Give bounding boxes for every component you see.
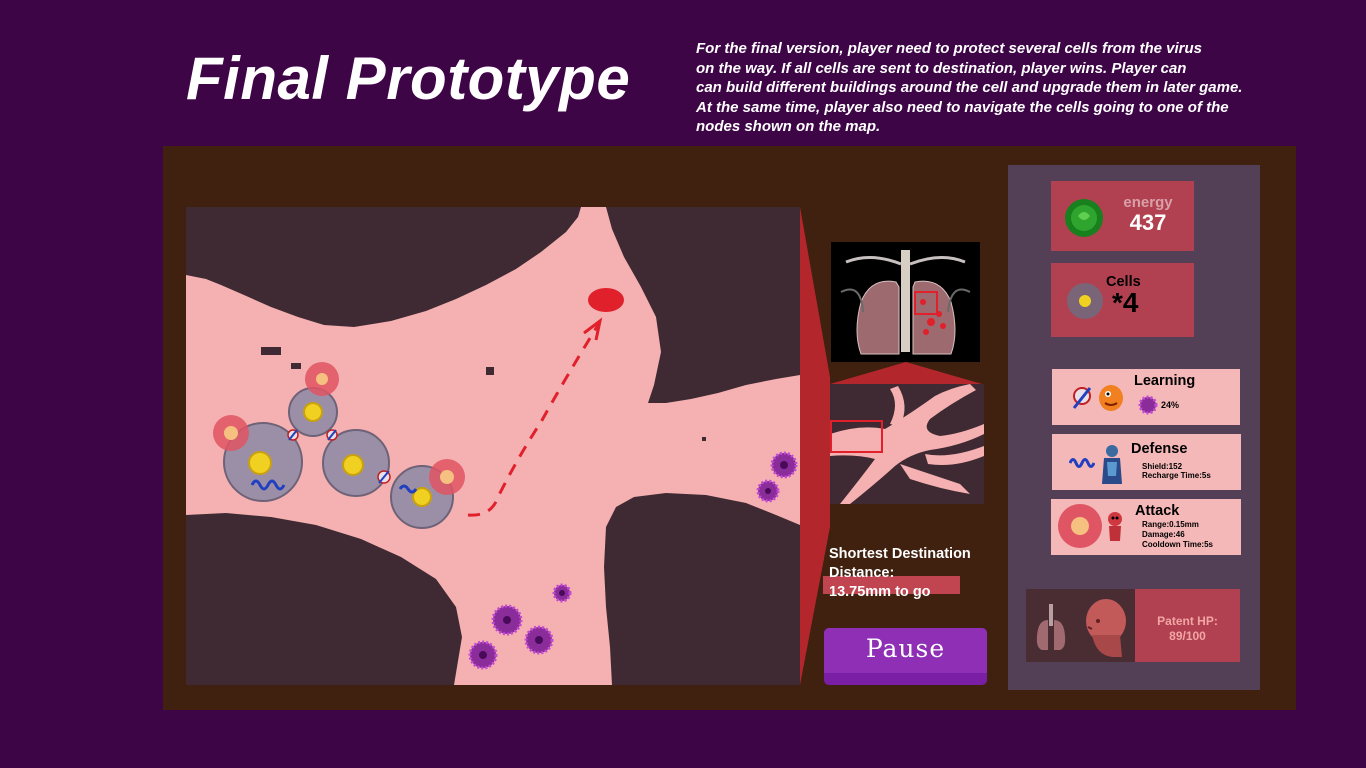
description-text: For the final version, player need to pr… (696, 39, 1336, 137)
virus-icon (468, 640, 498, 670)
description-line: For the final version, player need to pr… (696, 40, 1202, 57)
tissue-wall (606, 207, 800, 403)
distance-info: Shortest Destination Distance: 13.75mm t… (829, 545, 999, 602)
upgrade-card-attack[interactable]: Attack Range:0.15mm Damage:46 Cooldown T… (1051, 499, 1241, 555)
lungs-icon (1036, 604, 1066, 650)
game-map[interactable] (186, 207, 800, 685)
tissue-speck (261, 347, 281, 355)
attack-cooldown: Cooldown Time:5s (1142, 540, 1213, 549)
distance-line: 13.75mm to go (829, 584, 931, 600)
zoom-viewport (830, 420, 883, 453)
page-title: Final Prototype (186, 45, 631, 112)
tower-sprite (287, 429, 299, 441)
pause-button-face (824, 628, 987, 673)
tissue-wall (186, 513, 462, 685)
learning-title: Learning (1134, 373, 1196, 389)
patient-hp-text: Patent HP: 89/100 (1135, 614, 1240, 644)
tissue-speck (291, 363, 301, 369)
virus-icon (552, 583, 572, 603)
attack-tower (213, 415, 249, 451)
attack-tower (305, 362, 339, 396)
virus-icon (491, 604, 523, 636)
tissue-speck (486, 367, 494, 375)
virus-icon (756, 479, 780, 503)
tower-sprite (326, 429, 338, 441)
region-minimap[interactable] (830, 384, 984, 504)
cells-value: *4 (1112, 287, 1139, 318)
cells-counter: Cells *4 (1051, 263, 1194, 337)
description-line: can build different buildings around the… (696, 79, 1243, 96)
path-arrow (467, 324, 600, 517)
patient-status-icons (1026, 589, 1135, 662)
attack-title: Attack (1135, 503, 1180, 519)
energy-value: 437 (1129, 210, 1167, 235)
defense-title: Defense (1131, 441, 1188, 457)
attack-range: Range:0.15mm (1142, 520, 1199, 529)
dna-shield-icon (250, 479, 286, 491)
description-line: nodes shown on the map. (696, 118, 881, 135)
virus-icon (770, 451, 798, 479)
minimap-viewport (914, 291, 938, 315)
energy-orb-icon (1065, 199, 1103, 237)
zoom-indicator (830, 362, 982, 384)
description-line: At the same time, player also need to na… (696, 98, 1229, 116)
virus-icon (1138, 395, 1158, 415)
defense-recharge: Recharge Time:5s (1142, 471, 1211, 480)
tissue-speck (702, 437, 706, 441)
monster-icon (1099, 385, 1123, 411)
energy-label: energy (1123, 194, 1173, 211)
tower-icon (1072, 387, 1092, 409)
defense-shield: Shield:152 (1142, 462, 1183, 471)
path-arrow-head (583, 317, 603, 341)
learning-progress: 24% (1161, 400, 1180, 410)
zoom-wedge (800, 207, 830, 685)
distance-line: Shortest Destination (829, 546, 971, 562)
energy-counter: energy 437 (1051, 181, 1194, 251)
attack-tower (429, 459, 465, 495)
tower-sprite (377, 470, 391, 484)
red-creature-icon (1108, 512, 1122, 541)
pause-button-label: Pause (865, 634, 946, 663)
patient-head-icon (1086, 599, 1126, 657)
upgrade-card-defense[interactable]: Defense Shield:152 Recharge Time:5s (1052, 434, 1241, 490)
cell (322, 429, 390, 497)
virus-icon (524, 625, 554, 655)
tissue-wall (604, 493, 800, 685)
cells-label: Cells (1106, 274, 1141, 290)
upgrade-card-learning[interactable]: Learning 24% (1052, 369, 1240, 425)
lungs-overview-map[interactable] (831, 242, 980, 362)
description-line: on the way. If all cells are sent to des… (696, 59, 1187, 77)
patient-hp-label: Patent HP: (1157, 614, 1218, 628)
cell (288, 387, 338, 437)
distance-line: Distance: (829, 565, 895, 581)
patient-hp-value: 89/100 (1169, 629, 1206, 643)
tissue-wall (186, 207, 581, 327)
tissue-speck (698, 261, 714, 283)
cell-icon (1067, 283, 1103, 319)
pause-button[interactable]: Pause (824, 628, 987, 685)
distance-progress-bar (823, 576, 960, 594)
knight-icon (1102, 445, 1122, 484)
destination-marker (588, 288, 624, 312)
patient-hp: Patent HP: 89/100 (1135, 589, 1240, 662)
shield-dna-icon (1069, 458, 1095, 468)
dna-shield-icon (398, 484, 418, 494)
attack-damage: Damage:46 (1142, 530, 1185, 539)
attack-circle-icon (1058, 504, 1102, 548)
